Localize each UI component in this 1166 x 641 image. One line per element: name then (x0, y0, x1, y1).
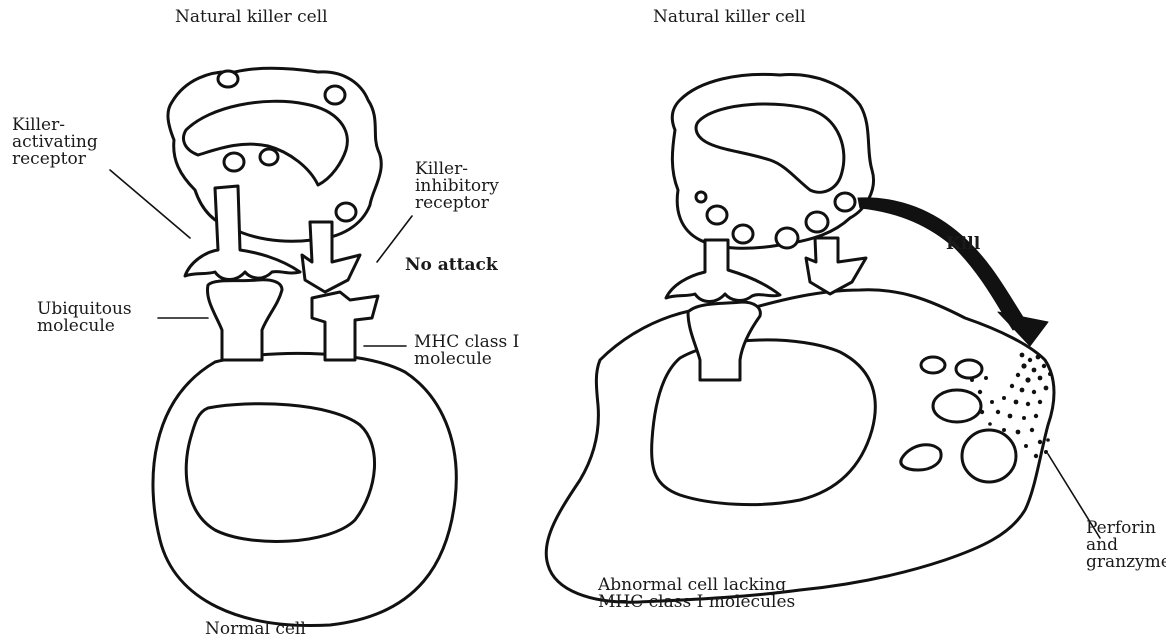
granule (835, 193, 855, 211)
granule (707, 206, 727, 224)
abnormal-cell-label: Abnormal cell lacking MHC class I molecu… (598, 577, 795, 611)
pointer-activating (110, 170, 190, 238)
vesicle (921, 357, 945, 373)
kill-label: Kill (946, 236, 980, 253)
killer-inhibitory-receptor (302, 222, 360, 292)
granule (806, 212, 828, 232)
killer-activating-label: Killer- activating receptor (12, 117, 98, 168)
killer-inhibitory-receptor-right (806, 238, 866, 294)
nk-cell-left-label: Natural killer cell (175, 9, 328, 26)
no-attack-label: No attack (405, 257, 498, 274)
granule (224, 153, 244, 171)
killer-activating-receptor-right (666, 240, 780, 302)
granule (733, 225, 753, 243)
vesicle (956, 360, 982, 378)
ubiquitous-molecule (207, 280, 282, 360)
normal-cell-nucleus (186, 404, 374, 542)
vesicle (962, 430, 1016, 482)
normal-cell-label: Normal cell (205, 621, 306, 638)
ubiquitous-molecule-label: Ubiquitous molecule (37, 301, 132, 335)
nk-cell-right-label: Natural killer cell (653, 9, 806, 26)
granule (776, 228, 798, 248)
granule (696, 192, 706, 202)
granule (325, 86, 345, 104)
granule (260, 149, 278, 165)
killer-inhibitory-label: Killer- inhibitory receptor (415, 161, 499, 212)
granule (336, 203, 356, 221)
vesicle (933, 390, 981, 422)
mhc-molecule-label: MHC class I molecule (414, 334, 519, 368)
mhc-molecule (312, 292, 378, 360)
perforin-label: Perforin and granzymes (1086, 520, 1166, 571)
abnormal-cell-nucleus (652, 340, 876, 505)
granule (218, 71, 238, 87)
